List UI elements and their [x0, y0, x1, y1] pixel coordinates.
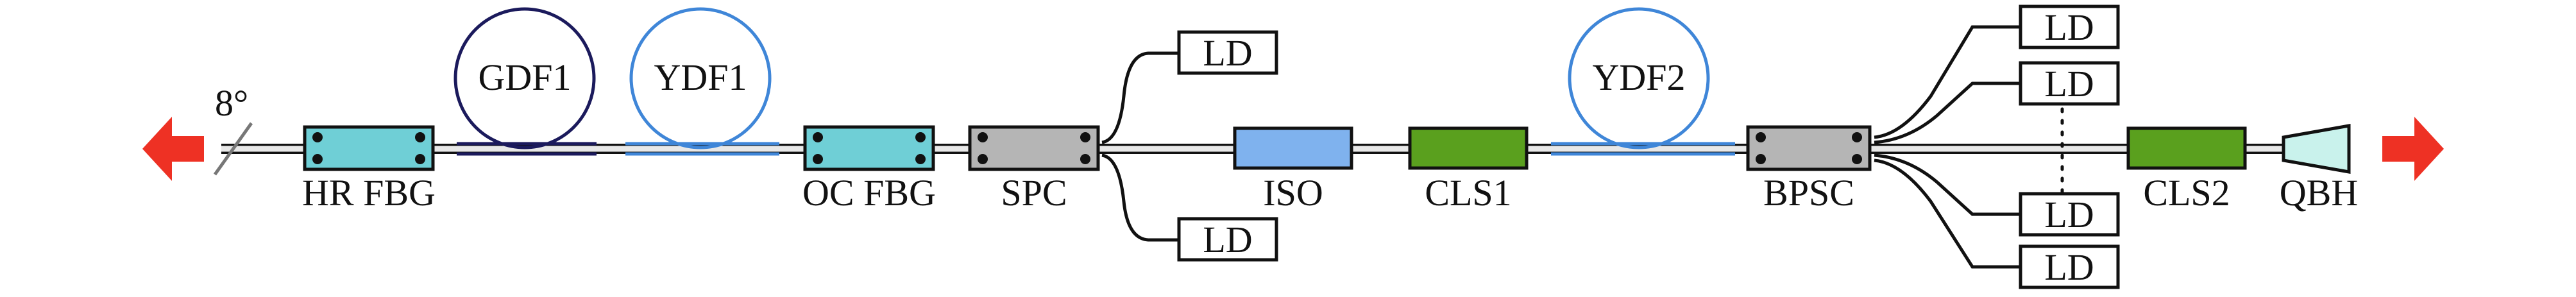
oc-fbg-label: OC FBG [802, 172, 936, 214]
bpsc-label: BPSC [1763, 172, 1854, 214]
bpsc-ld-3-box [2019, 192, 2120, 237]
cls2-label: CLS2 [2143, 172, 2230, 214]
gdf1-label: GDF1 [478, 56, 571, 98]
bpsc-ld-2-label: LD [2044, 63, 2094, 105]
iso-block [1233, 126, 1353, 170]
qbh-label: QBH [2280, 172, 2358, 214]
left-output-arrow [142, 117, 204, 181]
spc-label: SPC [1001, 172, 1067, 214]
bpsc-ld-3-label: LD [2044, 194, 2094, 235]
spc-pump-lead-top [1101, 51, 1179, 144]
right-output-arrow [2382, 117, 2444, 181]
spc-ld-top-box [1177, 30, 1278, 75]
bpsc-pump-leads [1874, 25, 2021, 269]
bpsc-ld-4-label: LD [2044, 246, 2094, 288]
bpsc-ld-2-box [2019, 61, 2120, 106]
iso-label: ISO [1263, 172, 1323, 214]
ydf2-label: YDF2 [1592, 56, 1685, 98]
bpsc-ld-1-label: LD [2044, 6, 2094, 48]
angle-label: 8° [215, 82, 248, 124]
bpsc-ld-1-box [2019, 4, 2120, 49]
spc-ld-bottom-label: LD [1203, 219, 1252, 260]
qbh-connector [2282, 124, 2351, 174]
oc-fbg-block [803, 125, 935, 171]
spc-pump-lead-bottom [1101, 153, 1179, 242]
bpsc-ld-4-box [2019, 244, 2120, 289]
cls2-block [2126, 126, 2247, 170]
ydf1-label: YDF1 [654, 56, 747, 98]
hr-fbg-block [303, 125, 435, 171]
spc-ld-bottom-box [1177, 217, 1278, 262]
ydf2-coil [1551, 7, 1735, 156]
bpsc-block [1746, 125, 1872, 171]
cls1-label: CLS1 [1425, 172, 1511, 214]
gdf1-coil [453, 7, 597, 156]
cls1-block [1408, 126, 1529, 170]
angle-cleave-mark [213, 122, 253, 176]
hr-fbg-label: HR FBG [302, 172, 436, 214]
spc-block [968, 125, 1100, 171]
spc-ld-top-label: LD [1203, 32, 1252, 74]
ydf1-coil [625, 7, 779, 156]
